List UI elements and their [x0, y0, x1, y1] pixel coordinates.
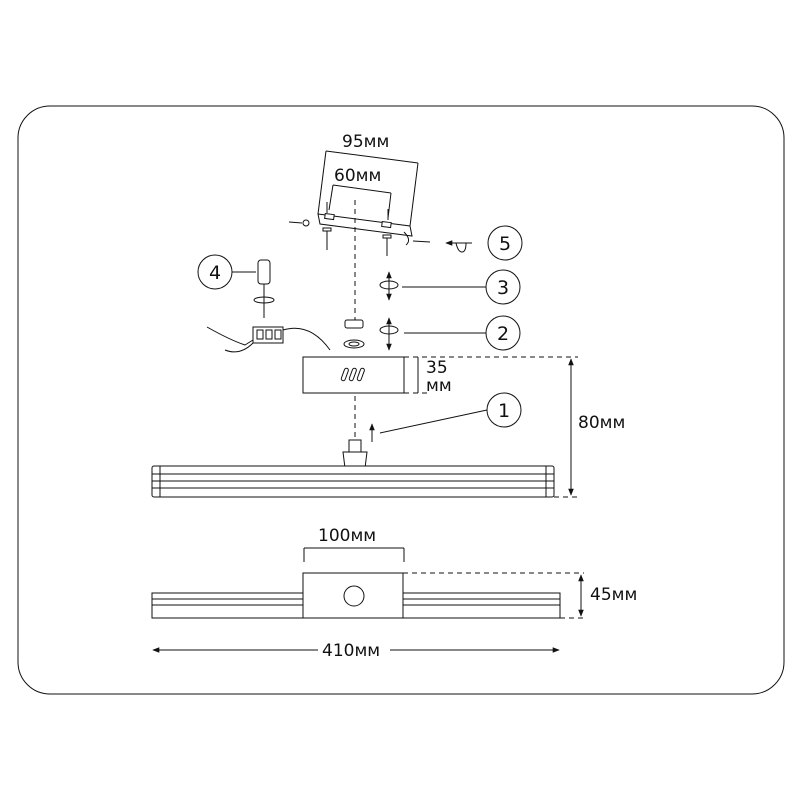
- dim-length: 410мм: [322, 641, 380, 661]
- step-4-number: 4: [209, 262, 221, 284]
- nut-and-washer: [343, 319, 365, 349]
- leader-lines: [232, 271, 488, 434]
- step-callout-2: 2: [485, 315, 521, 351]
- dim-hole-spacing: 60мм: [334, 166, 381, 186]
- step-callout-4: 4: [197, 254, 233, 290]
- diagram-frame: [17, 105, 785, 695]
- depth-dimension: 45мм: [403, 572, 637, 619]
- dim-box-height-value: 35: [426, 358, 448, 378]
- terminal-block: [206, 326, 331, 353]
- mounting-box: [302, 356, 405, 394]
- box-width-dimension: 100мм: [303, 526, 405, 562]
- mounting-bracket: [317, 212, 413, 246]
- lamp-top-view: [151, 572, 561, 619]
- step-callout-1: 1: [486, 392, 522, 428]
- step-3-number: 3: [497, 277, 509, 299]
- dim-depth: 45мм: [590, 585, 637, 605]
- length-dimension: 410мм: [152, 640, 560, 661]
- step-2-number: 2: [497, 323, 509, 345]
- dim-box-height-unit: мм: [426, 376, 452, 396]
- bracket-dimension-60: 60мм: [328, 166, 392, 219]
- step-callout-5: 5: [487, 225, 523, 261]
- dim-box-width: 100мм: [318, 526, 376, 546]
- box-height-dimension: 35 мм: [404, 356, 578, 396]
- box-slots: [340, 367, 365, 382]
- direction-arrows: [369, 240, 472, 442]
- screwdriver: [253, 259, 275, 318]
- dim-total-height: 80мм: [578, 413, 625, 433]
- lamp-side-view: [151, 439, 555, 498]
- bracket-dimension-95: 95мм: [317, 132, 419, 227]
- dim-bracket-width: 95мм: [342, 132, 389, 152]
- total-height-dimension: 80мм: [554, 358, 625, 498]
- bracket-screws: [288, 202, 431, 256]
- step-5-number: 5: [499, 233, 511, 255]
- step-callout-3: 3: [485, 269, 521, 305]
- step-1-number: 1: [498, 400, 510, 422]
